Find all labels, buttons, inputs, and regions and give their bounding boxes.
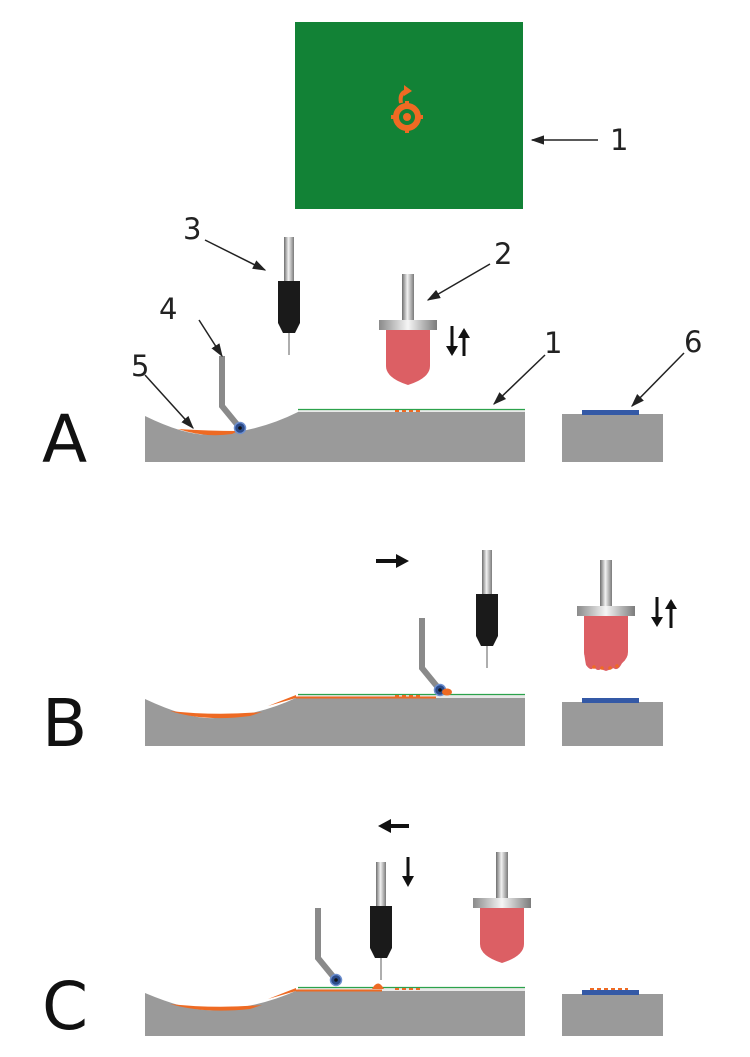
callout-2: 2 — [494, 237, 512, 271]
openhardware-gear-arrow-icon — [391, 85, 423, 133]
base-right-c — [562, 994, 663, 1036]
leader-line-4 — [198, 319, 223, 358]
callout-6: 6 — [684, 325, 702, 359]
blue-plate-a — [582, 410, 639, 415]
callout-1-top: 1 — [610, 123, 628, 157]
callout-5: 5 — [131, 349, 149, 383]
leader-line-6 — [631, 352, 685, 407]
squeegee-c — [318, 908, 342, 986]
syringe-b — [476, 550, 498, 668]
callout-1-a: 1 — [544, 326, 562, 360]
pnp-head-a — [379, 274, 437, 385]
callout-3: 3 — [183, 212, 201, 246]
up-down-arrows-icon — [651, 597, 677, 628]
leader-line-1-a — [493, 354, 546, 405]
arrow-down-icon — [402, 857, 414, 887]
callout-4: 4 — [159, 292, 177, 326]
base-stage-a — [145, 412, 525, 462]
pnp-head-c — [473, 852, 531, 963]
base-stage-b — [145, 697, 525, 746]
base-right-b — [562, 702, 663, 746]
base-stage-c — [145, 990, 525, 1036]
squeegee-b — [422, 618, 446, 696]
stage-label-b: B — [42, 685, 87, 762]
solder-paste-reservoir-c — [170, 1004, 262, 1011]
solder-paste-reservoir-b — [170, 711, 262, 719]
syringe-c — [370, 862, 392, 980]
arrow-right-icon — [376, 554, 409, 568]
squeegee-a — [222, 356, 246, 434]
base-right-a — [562, 414, 663, 462]
up-down-arrows-icon — [446, 326, 470, 356]
stage-label-a: A — [42, 401, 87, 478]
arrow-left-icon — [378, 819, 409, 833]
blue-plate-c — [582, 990, 639, 995]
blue-plate-b — [582, 698, 639, 703]
stage-label-c: C — [42, 968, 88, 1045]
leader-line-5 — [144, 374, 194, 430]
syringe-a — [278, 237, 300, 355]
solder-paste-reservoir-a — [178, 429, 238, 436]
